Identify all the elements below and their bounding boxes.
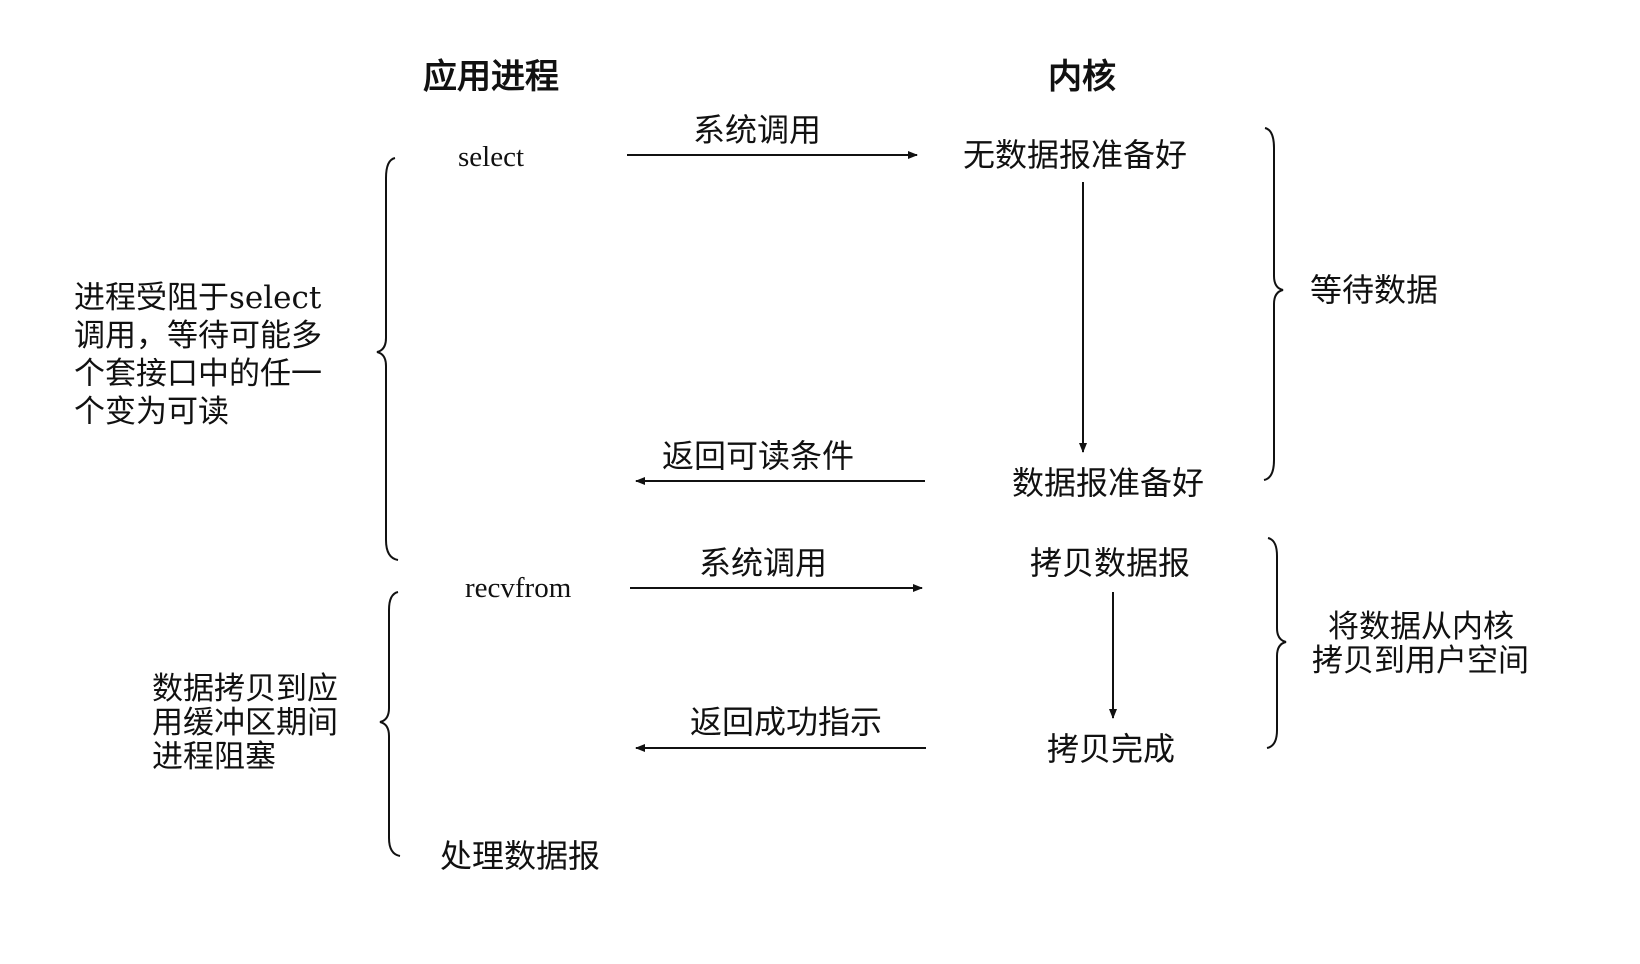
syscall-label-2: 系统调用	[699, 544, 828, 582]
note-copy-to-user-space: 将数据从内核 拷贝到用户空间	[1312, 610, 1529, 678]
note-line: 个套接口中的任一	[74, 356, 322, 392]
copy-complete-label: 拷贝完成	[1047, 730, 1176, 768]
note-blocked-during-copy: 数据拷贝到应 用缓冲区期间 进程阻塞	[152, 672, 338, 774]
note-blocked-in-select: 进程受阻于select 调用，等待可能多 个套接口中的任一 个变为可读	[74, 279, 322, 431]
note-line: 进程受阻于select	[74, 280, 322, 316]
brace-waiting-data	[1263, 127, 1284, 481]
copy-datagram-label: 拷贝数据报	[1030, 544, 1191, 582]
no-datagram-ready-label: 无数据报准备好	[963, 136, 1188, 174]
return-success-label: 返回成功指示	[690, 703, 883, 741]
note-waiting-for-data: 等待数据	[1310, 271, 1439, 309]
recvfrom-call-label: recvfrom	[465, 572, 572, 604]
app-process-header: 应用进程	[423, 57, 559, 97]
brace-blocked-select	[376, 157, 399, 561]
select-call-label: select	[458, 141, 525, 173]
note-line: 个变为可读	[74, 394, 229, 430]
brace-copy-to-user	[1266, 537, 1287, 749]
datagram-ready-label: 数据报准备好	[1012, 464, 1205, 502]
note-line: 进程阻塞	[152, 739, 276, 775]
process-datagram-label: 处理数据报	[440, 837, 601, 875]
syscall-label-1: 系统调用	[693, 111, 822, 149]
kernel-header: 内核	[1048, 57, 1116, 97]
brace-blocked-copy	[379, 591, 401, 857]
note-line: 将数据从内核	[1328, 609, 1514, 645]
note-line: 调用，等待可能多	[74, 318, 322, 354]
note-line: 拷贝到用户空间	[1312, 643, 1529, 679]
note-line: 数据拷贝到应	[152, 671, 338, 707]
note-line: 用缓冲区期间	[152, 705, 338, 741]
return-readable-label: 返回可读条件	[662, 437, 855, 475]
